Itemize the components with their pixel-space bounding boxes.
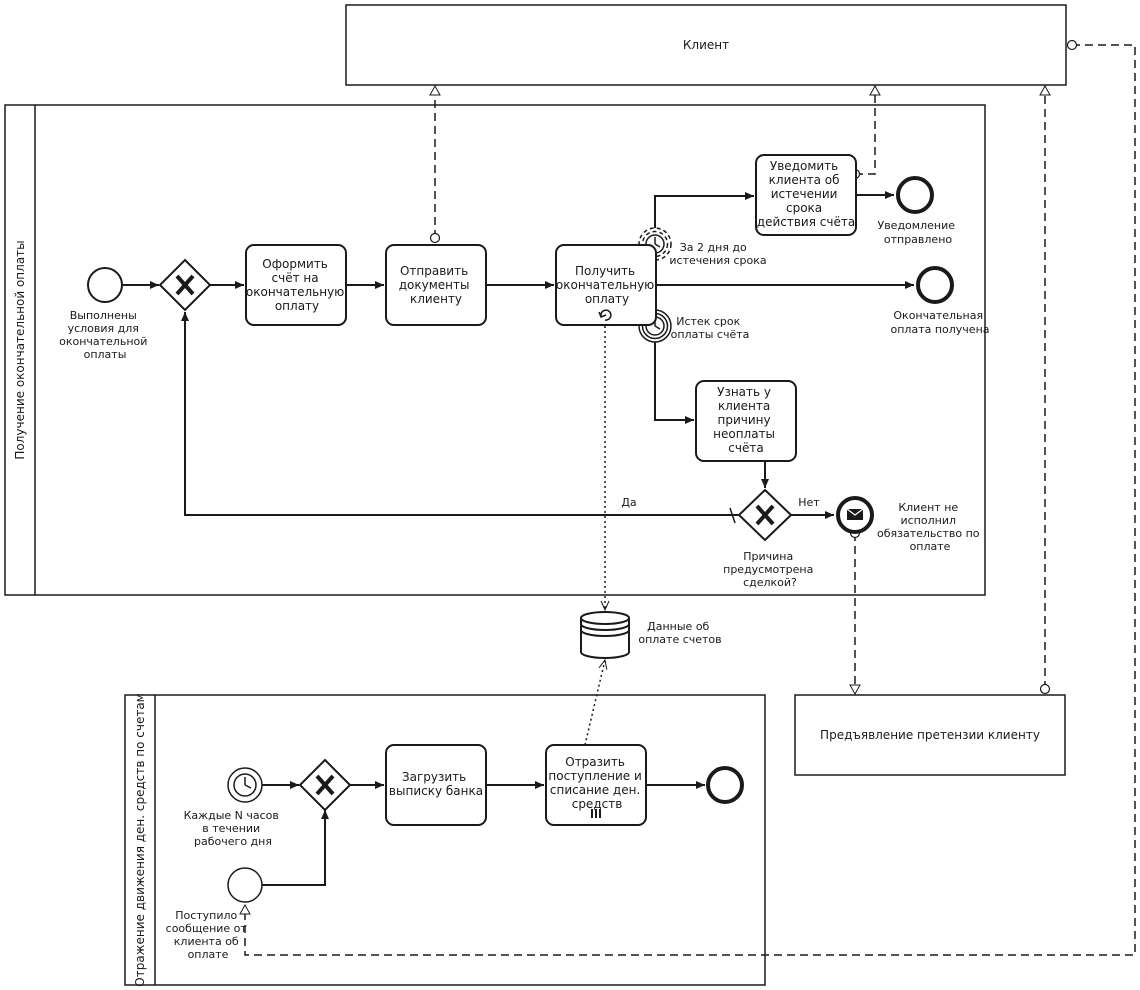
pool-claim[interactable]: Предъявление претензии клиенту <box>794 694 1066 776</box>
task-ask-reason-label: Узнать у клиента причину неоплаты счёта <box>713 385 779 455</box>
message-end-event[interactable]: Клиент не исполнил обязательство по опла… <box>836 496 983 553</box>
timer-start-event-label: Каждые N часов в течении рабочего дня <box>184 809 283 848</box>
message-start-event-label: Поступило сообщение от клиента об оплате <box>166 909 251 961</box>
task-receive-payment-label: Получить окончательную оплату <box>556 264 658 306</box>
gateway-cashflow[interactable] <box>298 758 352 812</box>
envelope-icon <box>846 508 864 520</box>
message-end-event-label: Клиент не исполнил обязательство по опла… <box>877 501 983 553</box>
end-event-cashflow[interactable] <box>706 766 744 804</box>
data-store-payments[interactable]: Данные об оплате счетов <box>580 611 722 659</box>
start-event-conditions[interactable]: Выполнены условия для окончательной опла… <box>59 267 151 361</box>
timer-boundary-expired-label: Истек срок оплаты счёта <box>671 315 750 341</box>
pool-claim-label: Предъявление претензии клиенту <box>820 728 1040 742</box>
loop-marker-icon <box>598 309 612 321</box>
end-event-received[interactable]: Окончательная оплата получена <box>891 266 990 336</box>
task-reflect-payment[interactable]: Отразить поступление и списание ден. сре… <box>545 744 647 826</box>
task-ask-reason[interactable]: Узнать у клиента причину неоплаты счёта <box>695 380 797 462</box>
end-event-notified[interactable]: Уведомление отправлено <box>878 176 959 246</box>
exclusive-x-icon <box>175 274 195 296</box>
flow-label-yes: Да <box>621 496 636 509</box>
flow-label-no: Нет <box>798 496 820 509</box>
task-notify-client-label: Уведомить клиента об истечении срока дей… <box>757 159 855 229</box>
task-send-docs[interactable]: Отправить документы клиенту <box>385 244 487 326</box>
task-receive-payment[interactable]: Получить окончательную оплату <box>555 244 658 326</box>
task-notify-client[interactable]: Уведомить клиента об истечении срока дей… <box>755 154 857 236</box>
message-start-event[interactable]: Поступило сообщение от клиента об оплате <box>166 867 263 961</box>
pool-client[interactable]: Клиент <box>345 4 1067 86</box>
task-load-statement[interactable]: Загрузить выписку банка <box>385 744 487 826</box>
end-event-notified-label: Уведомление отправлено <box>878 219 959 246</box>
gateway-reason-label: Причина предусмотрена сделкой? <box>723 550 817 589</box>
timer-boundary-2days-label: За 2 дня до истечения срока <box>669 241 766 267</box>
data-associations <box>584 326 610 746</box>
pool-cashflow-label: Отражение движения ден. средств по счета… <box>133 693 147 986</box>
pool-client-label: Клиент <box>683 38 729 52</box>
task-load-statement-label: Загрузить выписку банка <box>389 770 483 798</box>
timer-start-event[interactable]: Каждые N часов в течении рабочего дня <box>184 767 283 848</box>
task-reflect-payment-label: Отразить поступление и списание ден. сре… <box>548 755 645 811</box>
start-event-conditions-label: Выполнены условия для окончательной опла… <box>59 309 151 361</box>
task-create-invoice-label: Оформить счёт на окончательную оплату <box>246 257 348 313</box>
exclusive-x-icon <box>315 774 335 796</box>
parallel-multi-instance-icon <box>591 809 601 818</box>
pool-payment-label: Получение окончательной оплаты <box>13 240 27 459</box>
end-event-received-label: Окончательная оплата получена <box>891 309 990 336</box>
task-create-invoice[interactable]: Оформить счёт на окончательную оплату <box>245 244 348 326</box>
clock-icon <box>233 773 257 797</box>
gateway-merge[interactable] <box>158 258 212 312</box>
gateway-reason[interactable]: Причина предусмотрена сделкой? <box>723 488 817 589</box>
exclusive-x-icon <box>755 504 775 526</box>
data-store-payments-label: Данные об оплате счетов <box>638 620 721 646</box>
message-flows <box>239 39 1136 956</box>
task-send-docs-label: Отправить документы клиенту <box>399 264 474 306</box>
